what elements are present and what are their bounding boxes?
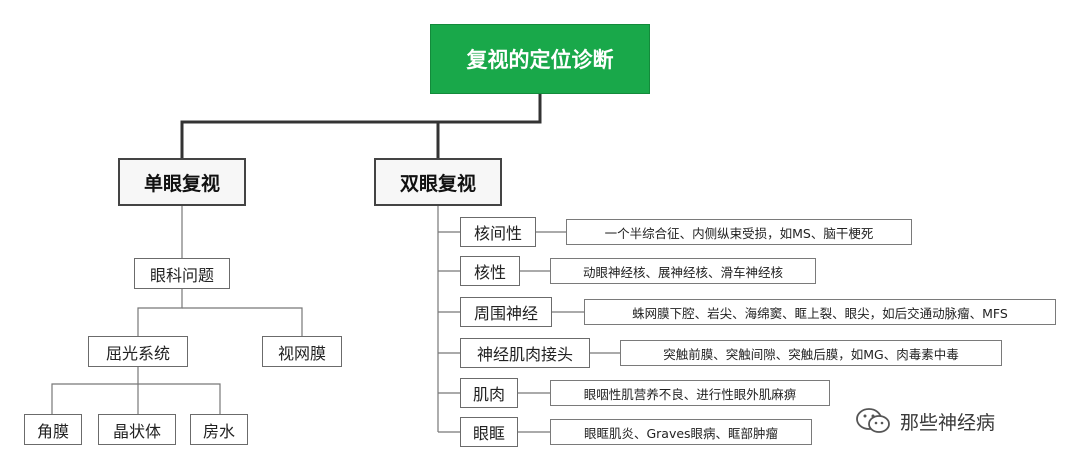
nuclear-node: 核性: [460, 256, 520, 286]
aqueous-node: 房水: [190, 414, 248, 445]
nmj-node: 神经肌肉接头: [460, 338, 590, 368]
muscle-node: 肌肉: [460, 378, 518, 408]
binocular-node: 双眼复视: [374, 158, 502, 206]
retina-node: 视网膜: [262, 336, 342, 367]
internuclear-detail: 一个半综合征、内侧纵束受损，如MS、脑干梗死: [566, 219, 912, 245]
peripheral-nerve-node: 周围神经: [460, 297, 552, 327]
nmj-detail: 突触前膜、突触间隙、突触后膜，如MG、肉毒素中毒: [620, 340, 1002, 366]
root-node: 复视的定位诊断: [430, 24, 650, 94]
cornea-node: 角膜: [24, 414, 82, 445]
watermark: 那些神经病: [854, 406, 995, 436]
lens-node: 晶状体: [98, 414, 176, 445]
monocular-node: 单眼复视: [118, 158, 246, 206]
refraction-node: 屈光系统: [88, 336, 188, 367]
peripheral-nerve-detail: 蛛网膜下腔、岩尖、海绵窦、眶上裂、眼尖，如后交通动脉瘤、MFS: [584, 299, 1056, 325]
wechat-icon: [856, 408, 890, 433]
eye-problem-node: 眼科问题: [134, 258, 230, 289]
nuclear-detail: 动眼神经核、展神经核、滑车神经核: [550, 258, 816, 284]
internuclear-node: 核间性: [460, 217, 536, 247]
orbit-detail: 眼眶肌炎、Graves眼病、眶部肿瘤: [550, 419, 812, 445]
muscle-detail: 眼咽性肌营养不良、进行性眼外肌麻痹: [550, 380, 830, 406]
orbit-node: 眼眶: [460, 417, 518, 447]
watermark-text: 那些神经病: [900, 411, 996, 434]
